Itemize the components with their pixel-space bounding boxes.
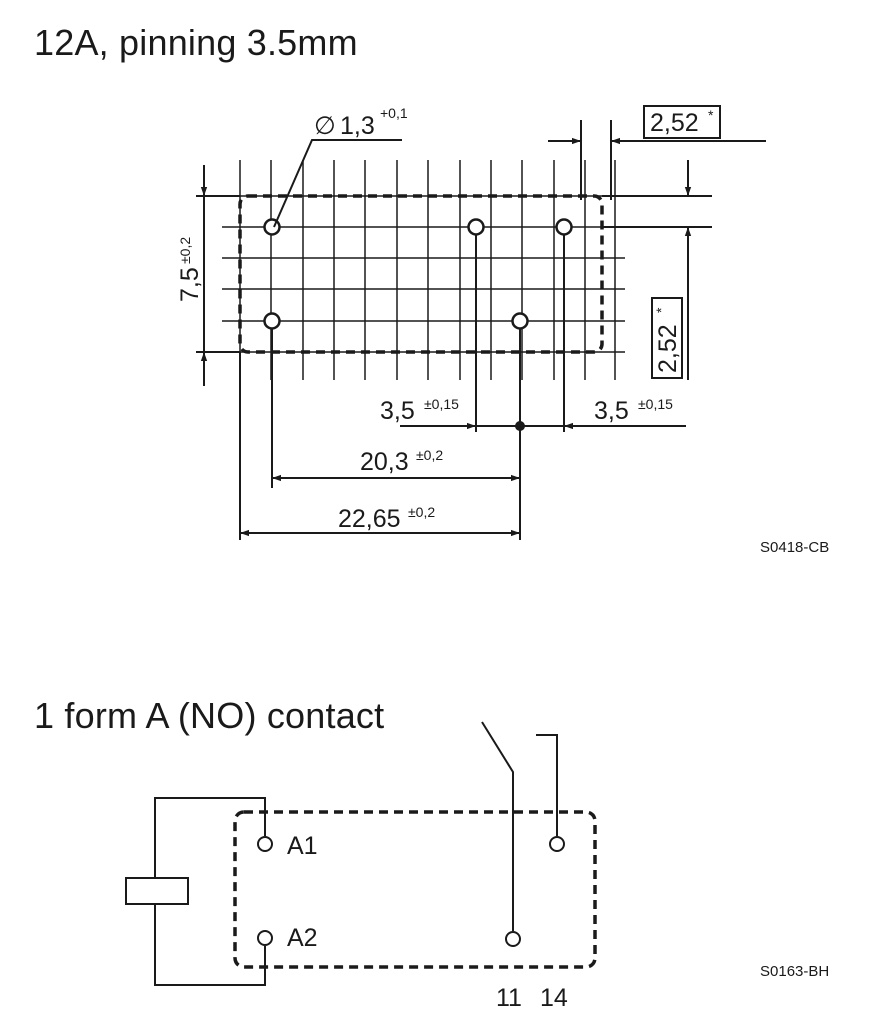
coil: A1 A2 xyxy=(125,797,318,986)
schematic-title: 1 form A (NO) contact xyxy=(34,695,385,736)
pin-a1-label: A1 xyxy=(287,832,318,860)
span-value: 20,3 xyxy=(360,448,409,476)
height-dimension: 7,5 ±0,2 xyxy=(176,165,240,386)
pin-a2-terminal xyxy=(257,930,273,946)
pin-hole xyxy=(555,218,573,236)
span-tolerance: ±0,2 xyxy=(416,447,443,463)
pin-11-label: 11 xyxy=(496,984,522,1012)
hole-diameter-callout: ∅ 1,3 +0,1 xyxy=(273,105,408,228)
pin-hole xyxy=(511,312,529,330)
pitch-center-dot xyxy=(515,421,525,431)
grid-pitch-top: 2,52 * xyxy=(548,105,766,200)
contact: 11 14 xyxy=(481,721,568,1012)
pin-14-terminal xyxy=(549,836,565,852)
pin-hole xyxy=(263,312,281,330)
footprint-title: 12A, pinning 3.5mm xyxy=(34,22,358,63)
relay-outline xyxy=(238,194,604,354)
pitch-left-tolerance: ±0,15 xyxy=(424,396,459,412)
coil-symbol xyxy=(125,877,189,905)
hole-diameter-tolerance: +0,1 xyxy=(380,105,408,121)
pitch-right-tolerance: ±0,15 xyxy=(638,396,673,412)
pin-14-label: 14 xyxy=(540,984,568,1012)
height-tolerance: ±0,2 xyxy=(177,237,193,264)
pitch-dimension: 3,5 ±0,15 3,5 ±0,15 xyxy=(380,234,686,540)
height-value: 7,5 xyxy=(176,267,204,302)
overall-value: 22,65 xyxy=(338,505,401,533)
grid-pitch-right-value: 2,52 xyxy=(654,324,682,373)
span-dimension: 20,3 ±0,2 xyxy=(271,328,520,488)
pin-hole xyxy=(467,218,485,236)
footprint-drawing-code: S0418-CB xyxy=(760,539,829,556)
footprint-drawing: ∅ 1,3 +0,1 2,52 * 2,52 * xyxy=(176,105,829,556)
pin-11-terminal xyxy=(505,931,521,947)
grid-pitch-right-box xyxy=(651,297,683,379)
overall-dimension: 22,65 ±0,2 xyxy=(239,352,520,540)
schematic-drawing: A1 A2 11 14 S0163-BH xyxy=(125,721,829,1012)
pitch-right-value: 3,5 xyxy=(594,397,629,425)
pitch-left-value: 3,5 xyxy=(380,397,415,425)
pin-a1-terminal xyxy=(257,836,273,852)
overall-tolerance: ±0,2 xyxy=(408,504,435,520)
grid-pitch-top-value: 2,52 xyxy=(650,109,699,137)
grid-pitch-right-asterisk: * xyxy=(653,307,669,313)
pin-a2-label: A2 xyxy=(287,924,318,952)
hole-diameter-symbol: ∅ xyxy=(314,112,336,140)
schematic-outline xyxy=(233,810,597,969)
schematic-drawing-code: S0163-BH xyxy=(760,963,829,980)
grid-pitch-right: 2,52 * xyxy=(602,160,712,380)
grid-pitch-top-asterisk: * xyxy=(708,107,714,123)
pin-holes xyxy=(263,218,573,330)
grid-pitch-top-box xyxy=(643,105,721,139)
hole-diameter-value: 1,3 xyxy=(340,112,375,140)
